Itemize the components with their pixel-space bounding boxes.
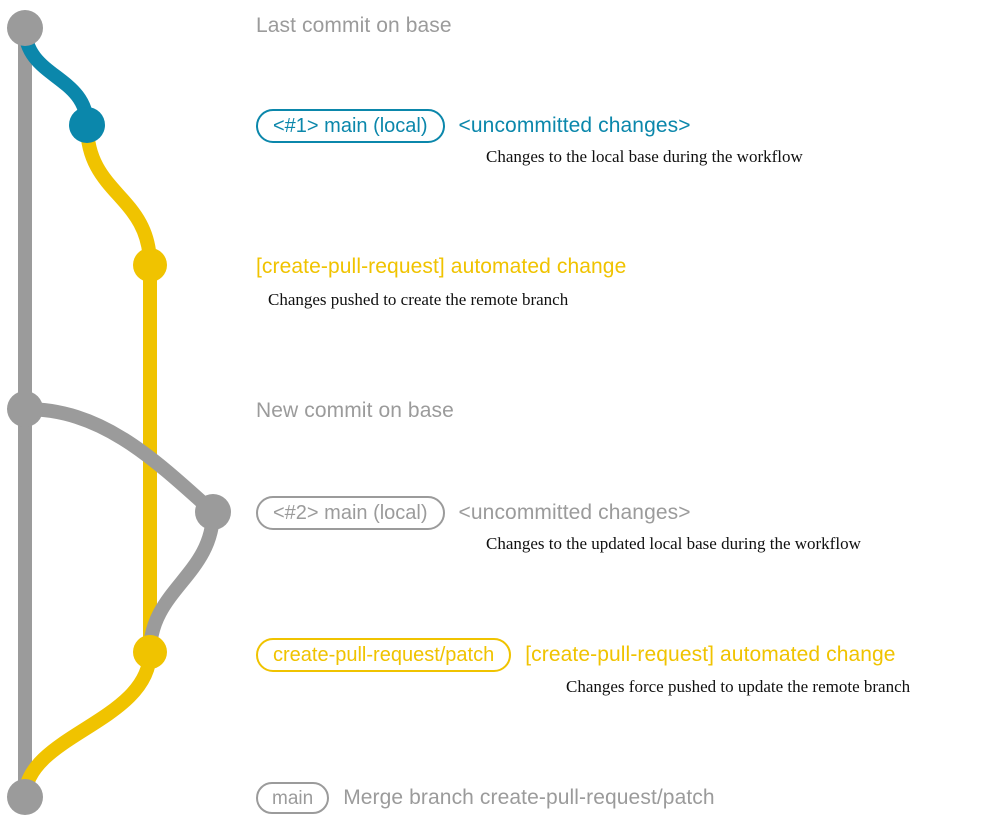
commit-description: Changes pushed to create the remote bran… [268, 290, 569, 309]
commit-description: Changes to the local base during the wor… [486, 147, 803, 166]
ref-badge-create-pull-request-patch[interactable]: create-pull-request/patch [256, 638, 512, 672]
commit-row-patch-1: [create-pull-request] automated change [256, 252, 626, 282]
edge-local-to-patch [80, 118, 157, 272]
commit-row-new-commit-on-base: New commit on base [256, 396, 454, 426]
commit-message: [create-pull-request] automated change [256, 255, 627, 278]
commit-message: <uncommitted changes> [458, 501, 691, 524]
ref-badge-main[interactable]: main [256, 782, 330, 814]
commit-message: Merge branch create-pull-request/patch [343, 786, 715, 809]
commit-row-local-1: <#1> main (local) <uncommitted changes> [256, 109, 691, 143]
commit-node-base-last[interactable] [7, 10, 43, 46]
commit-row-last-commit-on-base: Last commit on base [256, 0, 452, 52]
commit-node-merge[interactable] [7, 779, 43, 815]
edge-patch-to-base [18, 645, 157, 804]
commit-node-local-1[interactable] [69, 107, 105, 143]
commit-message: [create-pull-request] automated change [525, 643, 896, 666]
edge-merge-to-patch [143, 505, 220, 659]
commit-message: <uncommitted changes> [458, 114, 691, 137]
commit-row-local-2: <#2> main (local) <uncommitted changes> [256, 496, 691, 530]
commit-description: Changes force pushed to update the remot… [566, 677, 911, 696]
commit-message: Last commit on base [256, 14, 452, 37]
commit-row-patch-2: create-pull-request/patch [create-pull-r… [256, 638, 896, 672]
ref-badge-main-local-2[interactable]: <#2> main (local) [256, 496, 445, 530]
ref-badge-main-local-1[interactable]: <#1> main (local) [256, 109, 445, 143]
commit-node-patch-1[interactable] [133, 248, 167, 282]
edge-base-to-merge [18, 402, 220, 519]
commit-message: New commit on base [256, 399, 454, 422]
commit-row-merge: main Merge branch create-pull-request/pa… [256, 781, 715, 815]
commit-node-local-2[interactable] [195, 494, 231, 530]
commit-description: Changes to the updated local base during… [486, 534, 861, 553]
commit-node-base-new[interactable] [7, 391, 43, 427]
commit-node-patch-2[interactable] [133, 635, 167, 669]
